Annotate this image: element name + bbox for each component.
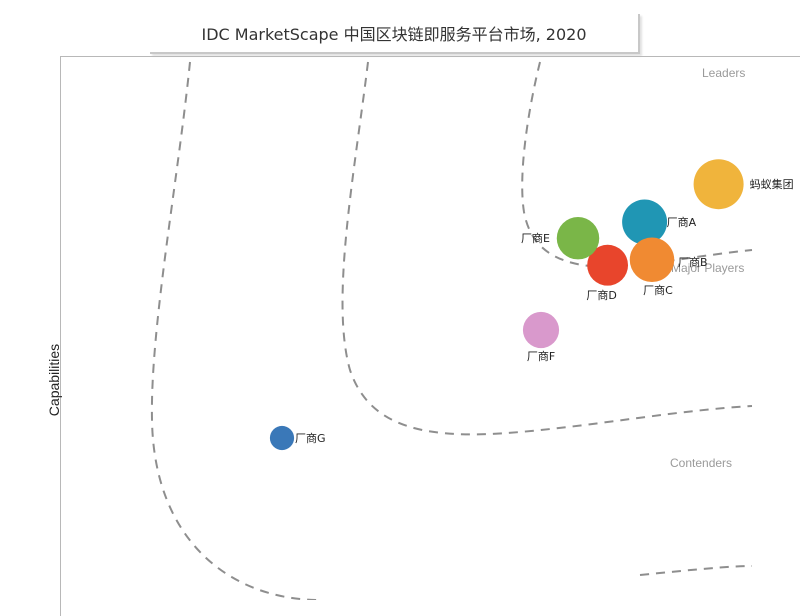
- chart-title: IDC MarketScape 中国区块链即服务平台市场, 2020: [150, 14, 640, 54]
- zone-boundary-outer: [150, 61, 321, 600]
- bubble-2: [629, 237, 675, 283]
- zone-boundary-leaders: [521, 61, 753, 268]
- zone-label-leaders: Leaders: [702, 66, 745, 80]
- bubble-5: [556, 216, 600, 260]
- bubble-label-3: 厂商C: [643, 283, 673, 297]
- bubble-label-4: 厂商D: [586, 288, 616, 302]
- zone-boundaries: [150, 61, 753, 600]
- zone-boundary-inner: [639, 565, 753, 576]
- zone-label-major-players: Major Players: [671, 261, 744, 275]
- zone-label-contenders: Contenders: [670, 456, 732, 470]
- bubble-label-1: 厂商A: [667, 215, 697, 229]
- zone-boundary-middle: [341, 61, 753, 436]
- bubble-label-0: 蚂蚁集团: [750, 177, 794, 191]
- bubble-label-7: 厂商G: [295, 431, 326, 445]
- bubble-4: [587, 244, 629, 286]
- plot-area: [60, 56, 800, 616]
- bubble-7: [269, 425, 295, 451]
- bubble-label-2: 厂商B: [678, 255, 708, 269]
- chart-canvas: Leaders Major Players Contenders 蚂蚁集团厂商A…: [150, 61, 794, 600]
- bubble-0: [693, 159, 744, 210]
- bubble-label-5: 厂商E: [521, 231, 550, 245]
- bubble-6: [522, 311, 560, 349]
- bubble-1: [622, 199, 668, 245]
- bubble-label-6: 厂商F: [527, 349, 555, 363]
